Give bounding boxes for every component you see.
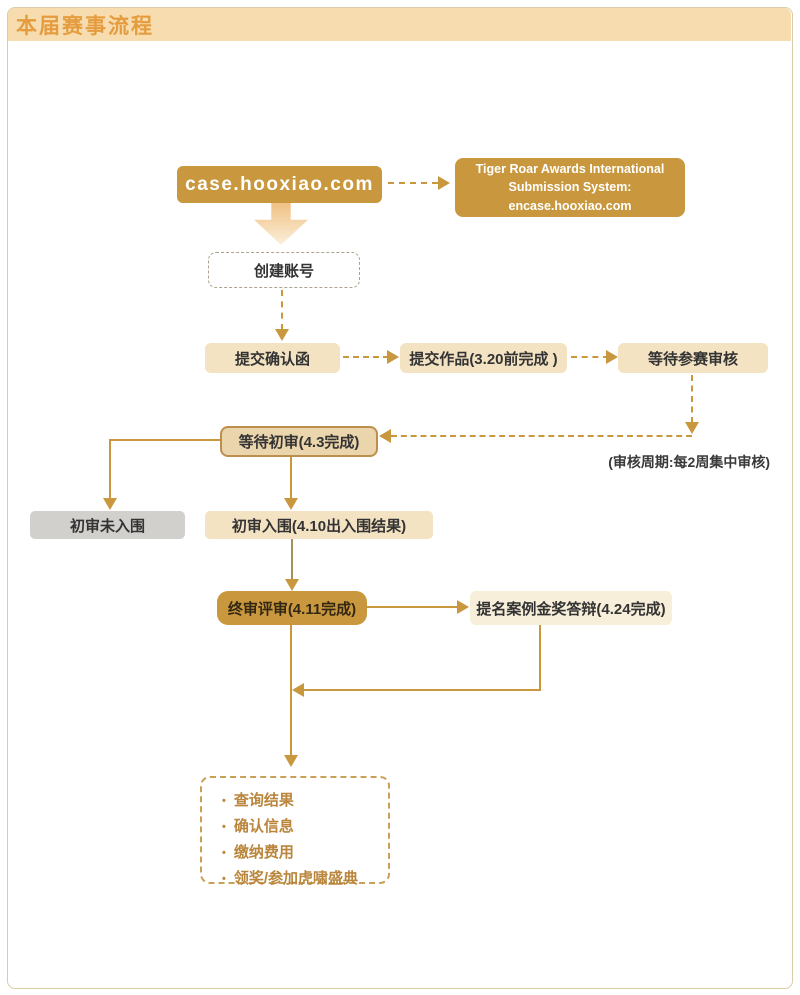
defense-down-line <box>539 625 541 691</box>
feedback-line-vertical <box>691 375 693 423</box>
await-entry-review-box: 等待参赛审核 <box>618 343 768 373</box>
arrowhead-down-icon <box>275 329 289 341</box>
main-down-line <box>290 625 292 763</box>
feedback-line-horizontal <box>391 435 692 437</box>
intl-system-line3: encase.hooxiao.com <box>508 198 632 213</box>
submit-confirmation-box: 提交确认函 <box>205 343 340 373</box>
list-item: 查询结果 <box>222 788 388 814</box>
final-steps-box: 查询结果 确认信息 缴纳费用 领奖/参加虎啸盛典 <box>200 776 390 887</box>
arrow-work-to-entry <box>571 356 609 358</box>
arrowhead-down-icon <box>284 498 298 510</box>
portal-url-box[interactable]: case.hooxiao.com <box>177 166 382 203</box>
branch-left-vertical <box>109 439 111 499</box>
first-review-not-shortlisted-box: 初审未入围 <box>30 511 185 539</box>
page-title: 本届赛事流程 <box>16 14 154 38</box>
arrowhead-right-icon <box>387 350 399 364</box>
gold-award-defense-box: 提名案例金奖答辩(4.24完成) <box>470 591 672 625</box>
branch-left-horizontal <box>109 439 220 441</box>
create-account-box: 创建账号 <box>208 252 360 288</box>
intl-system-box[interactable]: Tiger Roar Awards International Submissi… <box>455 158 685 217</box>
arrowhead-right-icon <box>438 176 450 190</box>
review-cycle-note: (审核周期:每2周集中审核) <box>608 454 770 470</box>
arrow-create-to-confirm <box>281 290 283 330</box>
intl-system-line1: Tiger Roar Awards International <box>475 162 665 177</box>
arrowhead-down-icon <box>284 755 298 767</box>
await-first-review-box: 等待初审(4.3完成) <box>220 426 378 457</box>
arrowhead-right-icon <box>606 350 618 364</box>
first-review-shortlisted-box: 初审入围(4.10出入围结果) <box>205 511 433 539</box>
arrowhead-right-icon <box>457 600 469 614</box>
list-item: 确认信息 <box>222 814 388 840</box>
arrow-confirm-to-work <box>343 356 389 358</box>
arrowhead-down-icon <box>103 498 117 510</box>
arrow-final-to-defense <box>367 606 459 608</box>
page-header: 本届赛事流程 <box>8 8 791 41</box>
submit-work-box: 提交作品(3.20前完成 ) <box>400 343 567 373</box>
line-pass-to-final <box>291 539 293 581</box>
list-item: 缴纳费用 <box>222 840 388 866</box>
page-border-frame <box>7 7 793 989</box>
branch-down-vertical <box>290 457 292 499</box>
intl-system-line2: Submission System: <box>508 180 632 195</box>
final-review-box: 终审评审(4.11完成) <box>217 591 367 625</box>
arrowhead-down-icon <box>285 579 299 591</box>
arrowhead-left-icon <box>292 683 304 697</box>
arrow-portal-to-intl <box>388 182 438 184</box>
arrowhead-down-icon <box>685 422 699 434</box>
arrowhead-left-icon <box>379 429 391 443</box>
final-steps-list: 查询结果 确认信息 缴纳费用 领奖/参加虎啸盛典 <box>202 788 388 892</box>
merge-horizontal-line <box>303 689 541 691</box>
list-item: 领奖/参加虎啸盛典 <box>222 866 388 892</box>
